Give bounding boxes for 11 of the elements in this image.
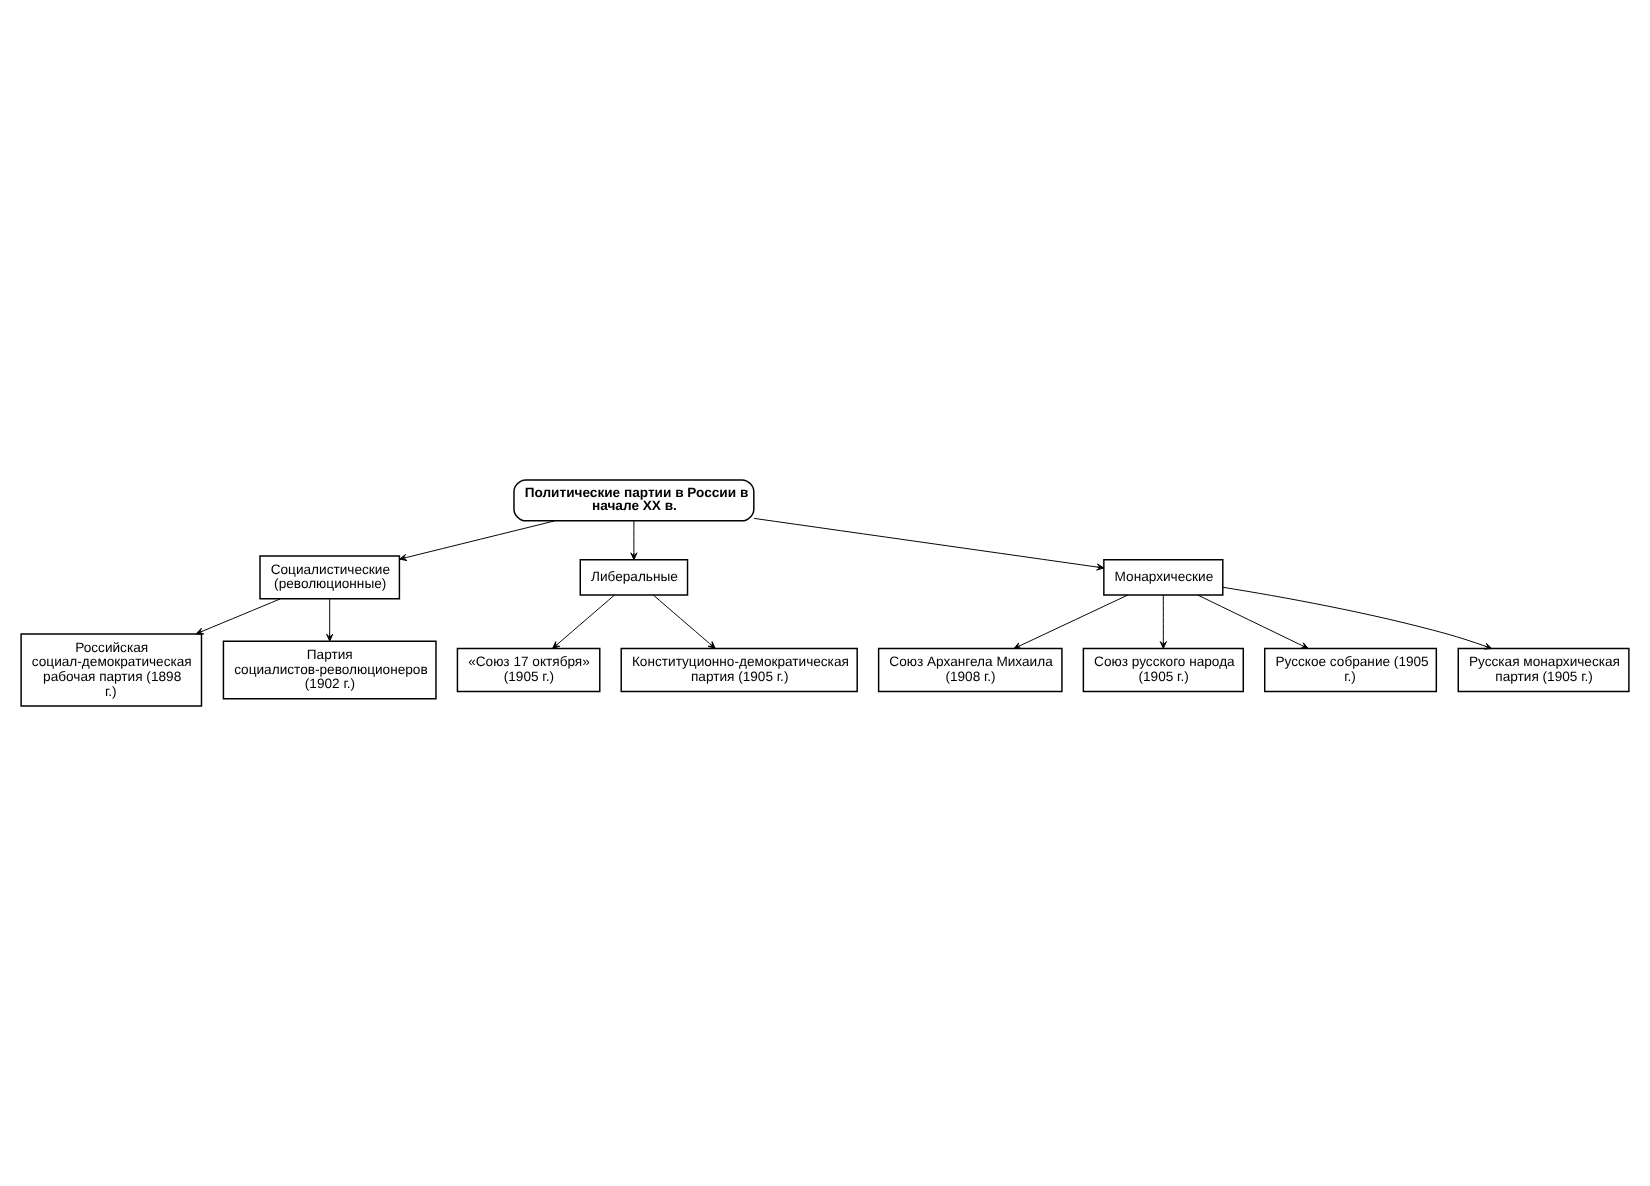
arrow [1159, 594, 1167, 649]
arrow [1013, 594, 1129, 650]
arrow [552, 594, 616, 649]
arrow [195, 598, 281, 635]
arrow [652, 594, 716, 649]
arrow [1222, 586, 1493, 650]
arrow [630, 520, 638, 561]
arrow [399, 520, 556, 561]
arrow [1197, 594, 1309, 650]
arrow [326, 598, 334, 642]
arrow [753, 517, 1105, 571]
